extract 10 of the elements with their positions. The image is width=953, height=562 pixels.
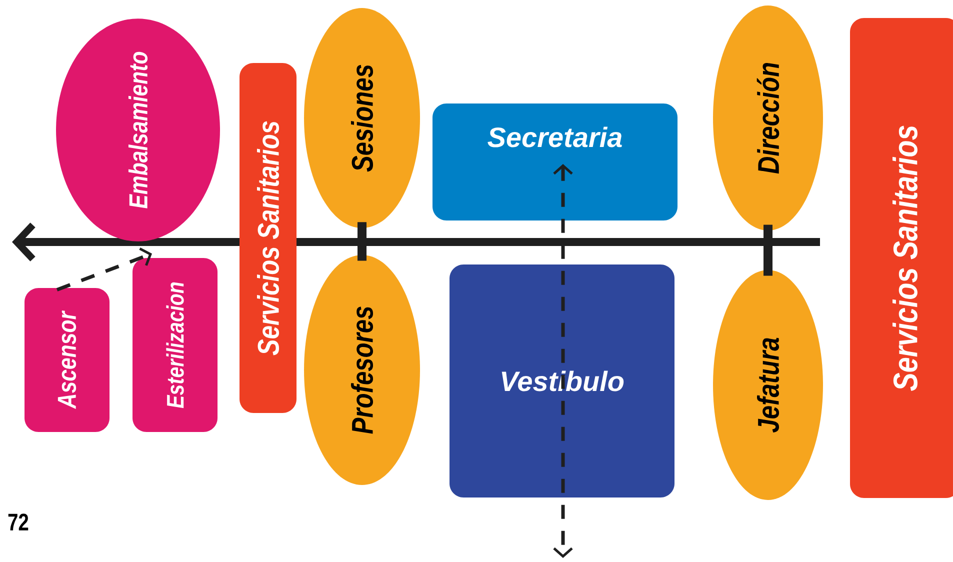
connector-bar	[764, 224, 772, 276]
room-box: Secretaria	[432, 104, 678, 220]
room-box: Servicios Sanitarios	[850, 18, 953, 498]
room-box: Ascensor	[24, 288, 110, 432]
room-box: Esterilizacion	[132, 258, 218, 432]
connector-bar	[358, 222, 366, 261]
dashed-arrow	[56, 248, 152, 292]
dashed-arrow	[553, 164, 573, 558]
room-box: Servicios Sanitarios	[240, 63, 296, 413]
page-number: 72	[8, 514, 28, 530]
